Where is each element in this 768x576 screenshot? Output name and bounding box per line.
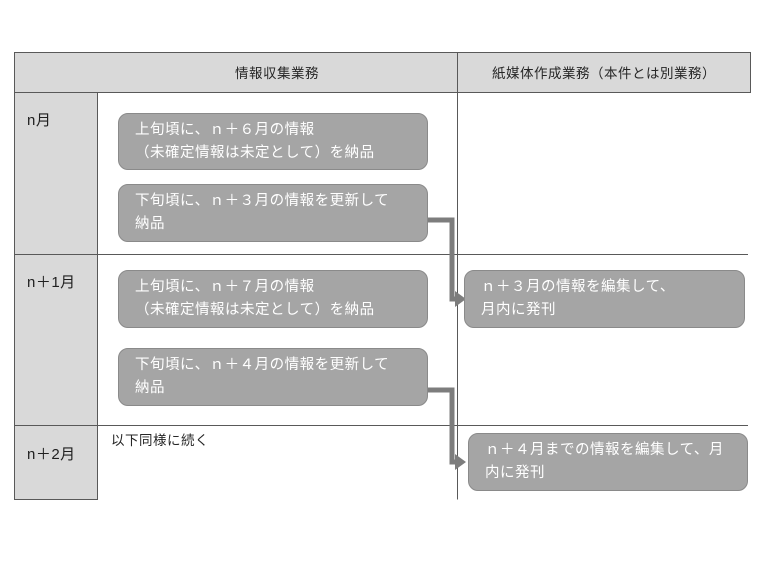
- process-box-publish-n4: ｎ＋４月までの情報を編集して、月 内に発刊: [468, 433, 748, 491]
- process-box-publish-n3: ｎ＋３月の情報を編集して、 月内に発刊: [464, 270, 745, 328]
- continuation-note: 以下同様に続く: [111, 433, 209, 448]
- header-paper-column: 紙媒体作成業務（本件とは別業務）: [492, 66, 716, 81]
- row-label-n: n月: [27, 112, 52, 129]
- process-box-early-n: 上旬頃に、ｎ＋６月の情報 （未確定情報は未定として）を納品: [118, 113, 428, 170]
- header-row-background: [14, 52, 751, 93]
- arrow-late-n1-to-publish-shaft: [428, 387, 456, 465]
- arrow-late-n-to-publish-shaft: [428, 217, 456, 302]
- row-label-n2: n＋2月: [27, 446, 76, 463]
- header-collect-column: 情報収集業務: [235, 66, 319, 81]
- process-box-late-n: 下旬頃に、ｎ＋３月の情報を更新して 納品: [118, 184, 428, 242]
- process-box-early-n1: 上旬頃に、ｎ＋７月の情報 （未確定情報は未定として）を納品: [118, 270, 428, 328]
- arrow-late-n-to-publish-head-icon: [455, 291, 466, 307]
- process-box-late-n1: 下旬頃に、ｎ＋４月の情報を更新して 納品: [118, 348, 428, 406]
- row-label-n1: n＋1月: [27, 274, 76, 291]
- arrow-late-n1-to-publish-head-icon: [455, 454, 466, 470]
- stub-column-background: [14, 92, 98, 500]
